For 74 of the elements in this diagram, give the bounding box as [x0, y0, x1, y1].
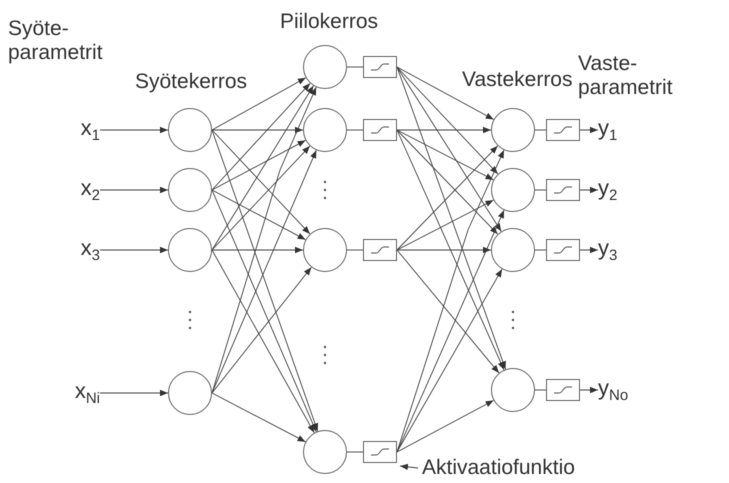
variable-label: x$_{2}$: [56, 175, 100, 205]
layer-heading: Vaste- parametrit: [578, 52, 674, 100]
neuron-circle: [491, 108, 535, 152]
neuron-circle: [168, 371, 212, 415]
arrow: [396, 66, 494, 120]
arrow: [212, 146, 310, 250]
neuron-circle: [168, 228, 212, 272]
neuron-circle: [303, 430, 347, 474]
neuron-circle: [303, 108, 347, 152]
activation-box: [363, 441, 397, 463]
arrow: [396, 145, 498, 250]
layer-heading: Piilokerros: [280, 10, 380, 34]
variable-label: x$_{Ni}$: [56, 378, 100, 408]
activation-box: [363, 239, 397, 261]
arrow: [212, 150, 317, 394]
arrow: [212, 82, 311, 190]
arrow: [396, 130, 494, 180]
callout-text: Aktivaatiofunktio: [422, 455, 598, 481]
activation-box: [546, 119, 580, 141]
arrow: [100, 186, 168, 194]
variable-label: x$_{3}$: [56, 235, 100, 265]
connector-line: [346, 66, 364, 68]
neuron-circle: [303, 45, 347, 89]
arrow: [212, 250, 315, 434]
arrow: [212, 246, 304, 254]
arrow: [396, 130, 498, 235]
arrow: [100, 390, 168, 396]
leader-line: [400, 464, 418, 470]
neuron-circle: [168, 168, 212, 212]
arrow: [396, 268, 502, 452]
arrow: [212, 140, 306, 190]
arrow: [212, 130, 310, 234]
variable-label: x$_{1}$: [56, 115, 100, 145]
neuron-circle: [491, 168, 535, 212]
arrow: [212, 126, 304, 134]
arrow: [100, 126, 168, 134]
neuron-circle: [303, 228, 347, 272]
arrow: [212, 130, 318, 432]
arrow: [212, 86, 317, 394]
arrow: [212, 190, 317, 432]
arrow: [396, 66, 498, 174]
arrow: [212, 392, 306, 442]
layer-heading: Syötekerros: [135, 70, 248, 94]
activation-box: [546, 379, 580, 401]
neuron-circle: [491, 228, 535, 272]
arrow: [100, 246, 168, 254]
variable-label: y$_{2}$: [598, 175, 646, 205]
activation-box: [363, 56, 397, 78]
variable-label: y$_{No}$: [598, 375, 646, 405]
arrow: [580, 126, 598, 134]
arrow: [396, 250, 500, 374]
arrow: [580, 186, 598, 194]
arrow: [396, 130, 504, 370]
activation-box: [546, 239, 580, 261]
arrow: [580, 246, 598, 254]
arrow: [212, 85, 314, 250]
arrow: [396, 66, 506, 370]
arrow: [212, 190, 306, 240]
arrow: [396, 246, 492, 254]
arrow: [396, 126, 492, 134]
variable-label: y$_{1}$: [598, 115, 646, 145]
arrow: [212, 77, 306, 130]
arrow: [212, 266, 312, 394]
neuron-circle: [168, 108, 212, 152]
arrow: [396, 200, 494, 250]
arrow: [396, 210, 505, 452]
layer-heading: Syöte- parametrit: [8, 17, 104, 65]
variable-label: y$_{3}$: [598, 235, 646, 265]
arrow: [396, 66, 502, 232]
arrow: [580, 386, 598, 394]
arrow: [396, 400, 494, 452]
activation-box: [363, 119, 397, 141]
neuron-circle: [491, 368, 535, 412]
activation-box: [546, 179, 580, 201]
